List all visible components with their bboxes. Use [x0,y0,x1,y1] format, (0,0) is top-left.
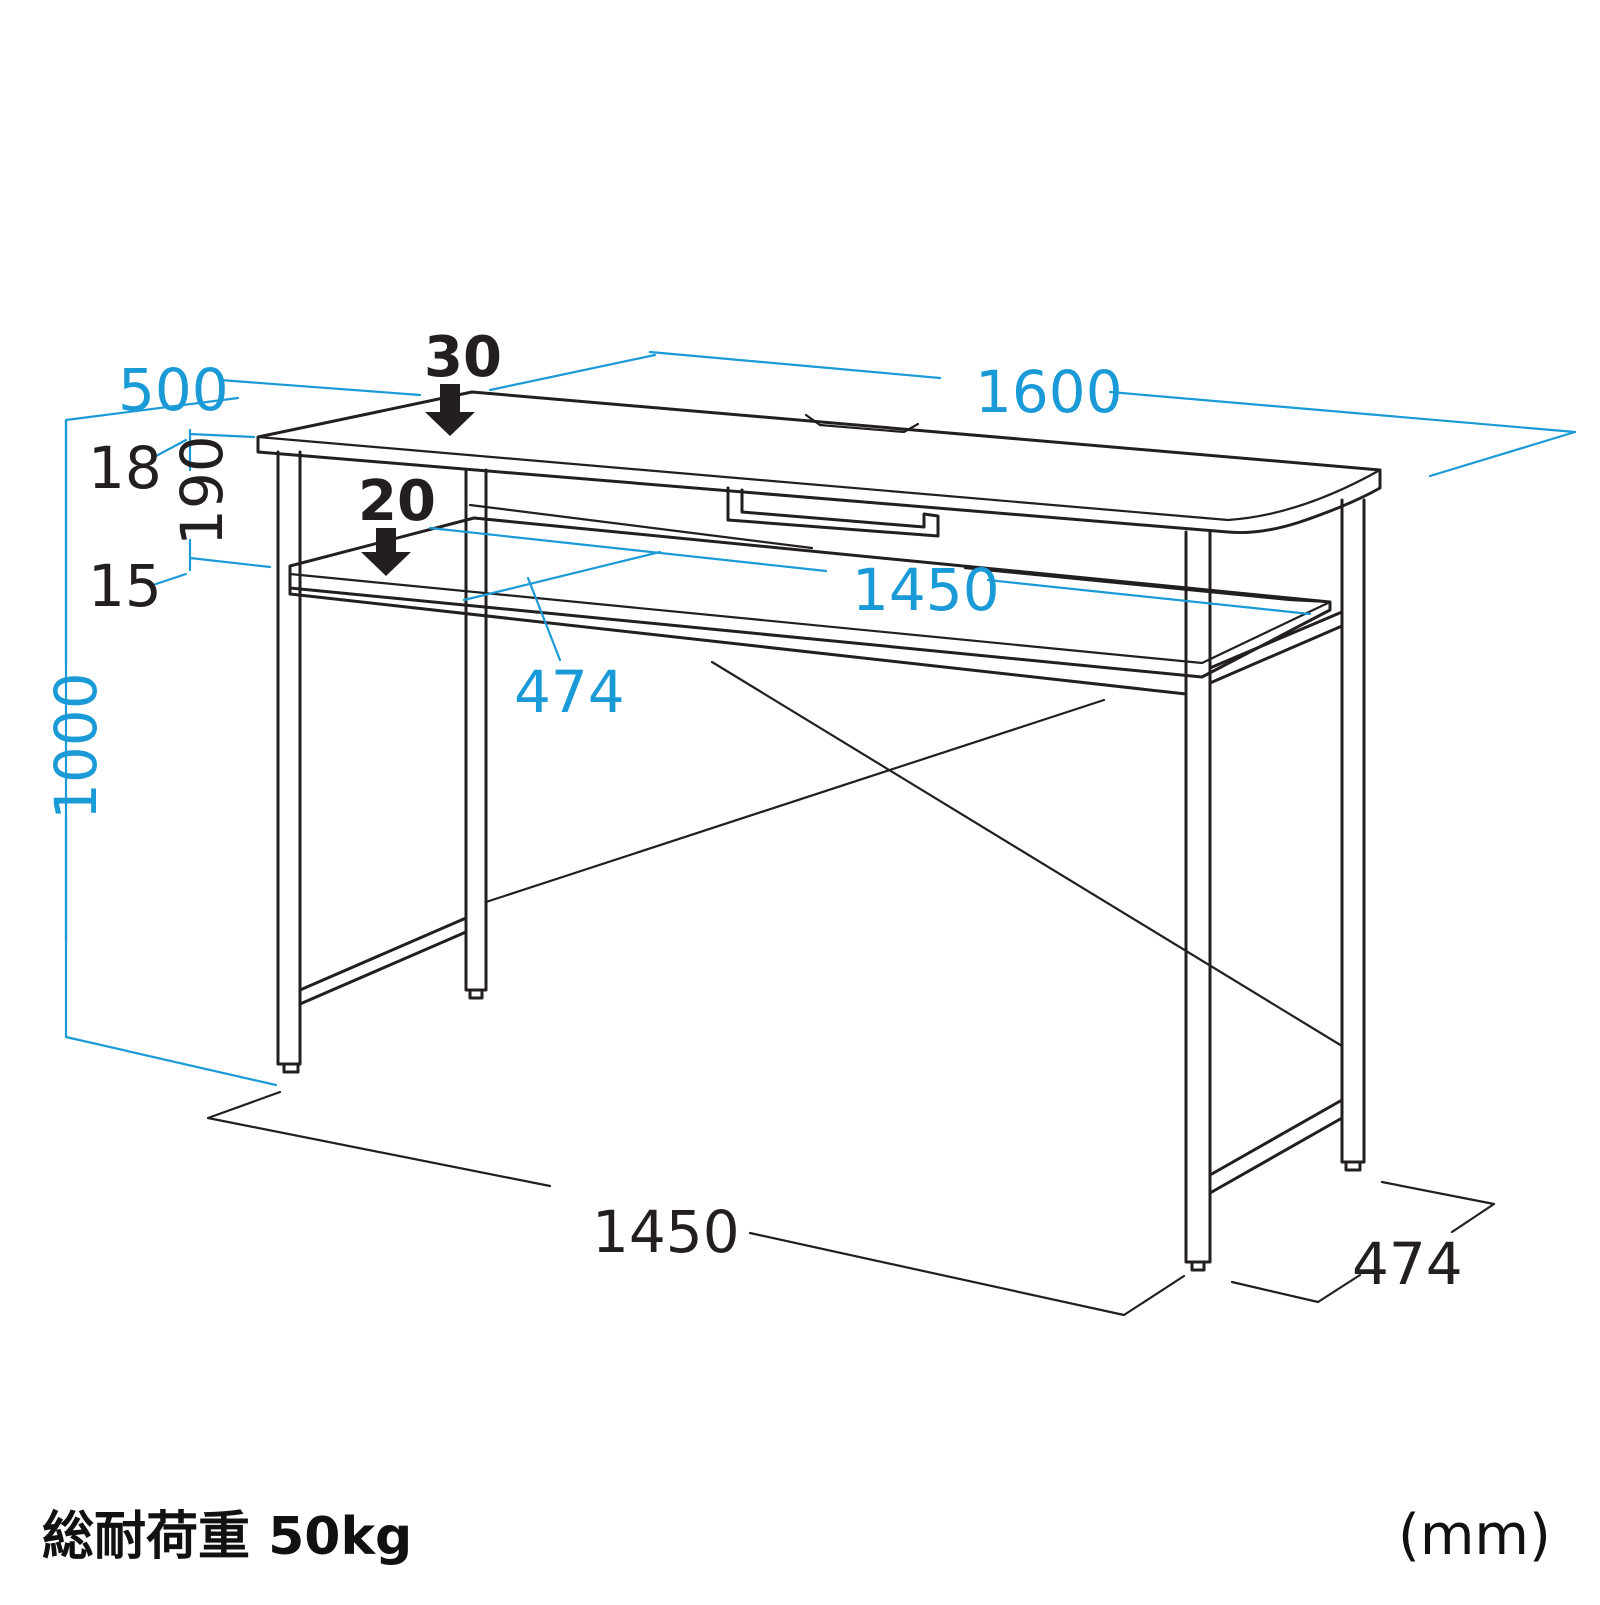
unit-label: (mm) [1398,1503,1551,1568]
label-top-width: 1600 [975,358,1123,426]
thickness-arrows [361,384,475,576]
tabletop [256,390,1382,535]
load-capacity-caption: 総耐荷重 50kg [42,1507,412,1567]
label-top-thickness: 30 [424,325,502,390]
label-shelf-board: 15 [88,552,162,620]
back-rail [468,503,814,550]
base-dimension-lines [206,1090,1496,1317]
label-top-depth: 500 [118,356,229,424]
arrow-down-top-icon [425,384,475,436]
label-shelf-thickness: 20 [358,469,436,534]
dimension-lines [64,350,1577,1087]
label-top-board: 18 [88,434,162,502]
side-rail-left [298,916,468,1006]
shelf [288,516,1332,696]
arrow-down-shelf-icon [361,528,411,576]
leg-front-right [1184,530,1212,1272]
x-brace [484,660,1344,1048]
label-shelf-depth: 474 [514,658,625,726]
desk-drawing [256,390,1382,1272]
leg-back-right [1340,498,1366,1172]
label-shelf-gap: 190 [168,435,236,546]
leg-front-left [276,450,302,1074]
label-total-height: 1000 [42,672,110,820]
leg-back-left [464,468,488,1000]
label-base-depth: 474 [1352,1230,1463,1298]
dimension-labels: 500 1600 30 20 18 15 190 1450 474 1000 1… [42,325,1463,1298]
side-rail-right [1208,610,1344,1195]
cable-tray [726,486,940,538]
label-shelf-width: 1450 [852,556,1000,624]
label-base-width: 1450 [592,1198,740,1266]
